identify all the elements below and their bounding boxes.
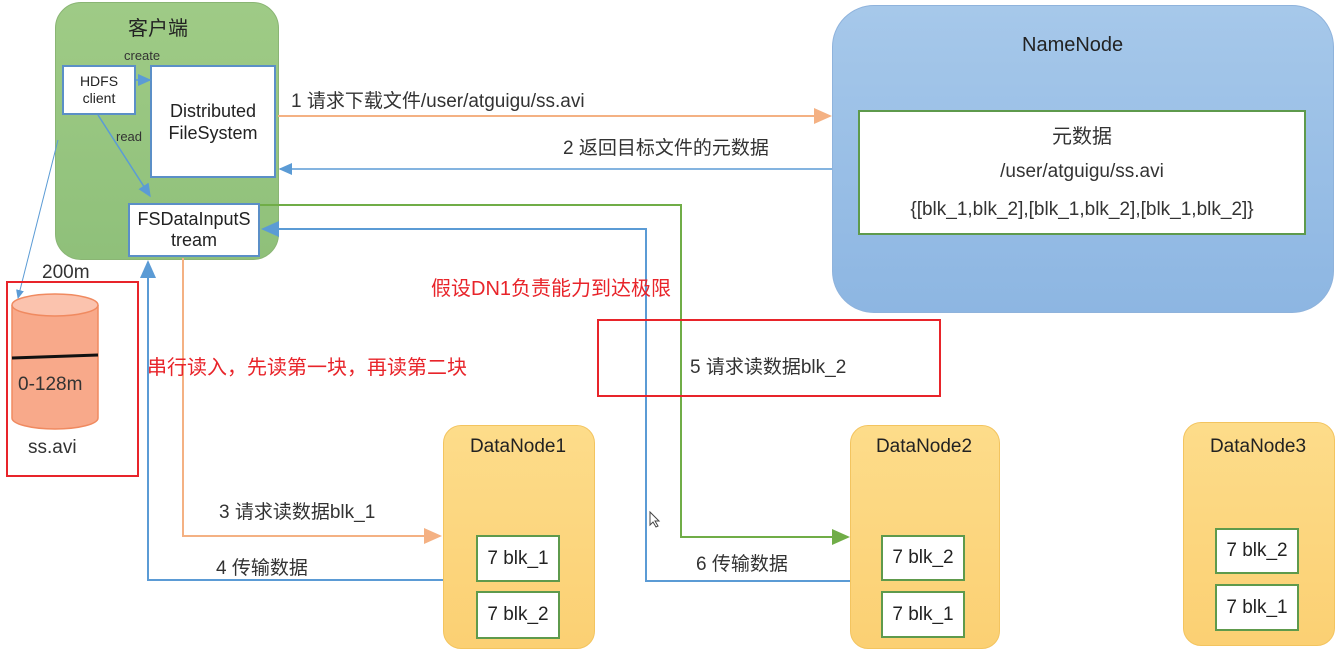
datanode1-title: DataNode1 — [469, 436, 567, 457]
datanode1-block-1: 7 blk_1 — [476, 535, 560, 582]
file-block-divider — [11, 353, 99, 360]
fsdatainputstream-label: FSDataInputStream — [137, 209, 251, 250]
file-highlight-box — [6, 281, 139, 477]
step4-label: 4 传输数据 — [216, 558, 308, 579]
metadata-title: 元数据 — [1052, 126, 1112, 148]
datanode3-block-2: 7 blk_1 — [1215, 584, 1299, 631]
step3-arrow — [182, 258, 442, 544]
datanode3-title: DataNode3 — [1209, 436, 1307, 457]
hdfs-client-box: HDFS client — [62, 65, 136, 115]
datanode2-block-2: 7 blk_1 — [881, 591, 965, 638]
dn1-limit-note: 假设DN1负责能力到达极限 — [431, 278, 672, 300]
read-label: read — [116, 129, 143, 144]
file-range-label: 0-128m — [18, 374, 83, 395]
step1-label: 1 请求下载文件/user/atguigu/ss.avi — [291, 91, 585, 112]
distributed-filesystem-box: Distributed FileSystem — [150, 65, 276, 178]
namenode-title: NameNode — [1022, 34, 1124, 56]
distributed-filesystem-label: Distributed FileSystem — [168, 100, 258, 143]
read-arrow — [97, 114, 151, 198]
datanode1-block-2: 7 blk_2 — [476, 591, 560, 639]
file-cylinder-body — [11, 305, 99, 430]
fsdatainputstream-box: FSDataInputStream — [128, 203, 260, 257]
step6-arrow — [261, 221, 850, 582]
file-size-label: 200m — [42, 262, 90, 283]
hdfs-client-label: HDFS client — [79, 73, 119, 106]
client-to-file-arrow — [16, 139, 59, 299]
file-name-label: ss.avi — [28, 437, 77, 458]
metadata-blocks: {[blk_1,blk_2],[blk_1,blk_2],[blk_1,blk_… — [910, 199, 1254, 220]
step3-label: 3 请求读数据blk_1 — [219, 502, 376, 523]
step4-arrow — [140, 260, 443, 581]
datanode2-title: DataNode2 — [875, 436, 973, 457]
client-title: 客户端 — [128, 18, 188, 40]
step5-label: 5 请求读数据blk_2 — [690, 357, 847, 378]
step2-label: 2 返回目标文件的元数据 — [563, 138, 769, 159]
datanode2-block-1: 7 blk_2 — [881, 535, 965, 581]
create-label: create — [124, 48, 161, 63]
cursor-icon — [649, 510, 661, 528]
step6-label: 6 传输数据 — [696, 554, 788, 575]
serial-read-note: 串行读入，先读第一块，再读第二块 — [147, 357, 467, 379]
step5-highlight-box — [597, 319, 941, 397]
metadata-path: /user/atguigu/ss.avi — [1000, 161, 1164, 182]
datanode3-block-1: 7 blk_2 — [1215, 528, 1299, 574]
metadata-box — [858, 110, 1306, 235]
file-cylinder-top — [11, 293, 99, 317]
step5-arrow — [260, 204, 850, 545]
